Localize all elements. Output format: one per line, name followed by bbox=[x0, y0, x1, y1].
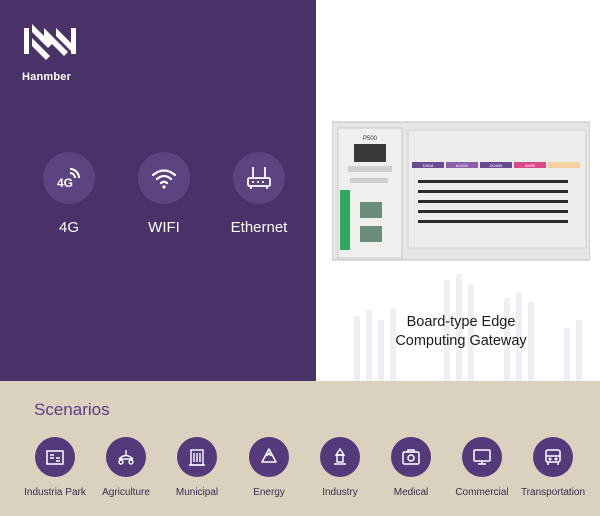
wifi-icon bbox=[138, 152, 190, 204]
scenario-municipal: Municipal bbox=[157, 437, 237, 498]
feature-ethernet: Ethernet bbox=[227, 152, 291, 236]
scenario-energy: Energy bbox=[229, 437, 309, 498]
device-model: P500 bbox=[363, 136, 378, 142]
module-label: AI850 bbox=[525, 163, 536, 168]
monitor-icon bbox=[462, 437, 502, 477]
feature-label: Ethernet bbox=[230, 219, 288, 236]
module-label: AO830 bbox=[456, 163, 469, 168]
scenario-agriculture: Agriculture bbox=[86, 437, 166, 498]
scenario-label: Municipal bbox=[175, 487, 219, 498]
bus-icon bbox=[533, 437, 573, 477]
industrial-park-icon bbox=[35, 437, 75, 477]
feature-label: 4G bbox=[58, 219, 79, 236]
medical-kit-icon bbox=[391, 437, 431, 477]
agriculture-icon bbox=[106, 437, 146, 477]
industry-icon bbox=[320, 437, 360, 477]
hanmber-logo-icon bbox=[22, 24, 92, 86]
caption-line: Board-type Edge bbox=[406, 314, 516, 330]
brand-name: Hanmber bbox=[22, 71, 72, 83]
hero-panel: Hanmber 4G 4G WIFI bbox=[0, 0, 316, 381]
scenario-label: Transportation bbox=[520, 487, 586, 498]
4g-signal-icon: 4G bbox=[43, 152, 95, 204]
scenario-label: Medical bbox=[393, 487, 429, 498]
scenarios-title: Scenarios bbox=[34, 400, 110, 419]
gateway-device-image: P500 DI816 AO830 DO830 AI850 bbox=[332, 121, 590, 261]
feature-wifi: WIFI bbox=[132, 152, 196, 236]
building-graphic-icon bbox=[354, 274, 582, 381]
router-icon bbox=[233, 152, 285, 204]
recycle-energy-icon bbox=[249, 437, 289, 477]
product-panel: P500 DI816 AO830 DO830 AI850 Board-type … bbox=[316, 0, 600, 381]
module-label: DO830 bbox=[490, 163, 503, 168]
scenario-industry: Industry bbox=[300, 437, 380, 498]
module-label: DI816 bbox=[423, 163, 434, 168]
municipal-building-icon bbox=[177, 437, 217, 477]
feature-4g: 4G 4G bbox=[37, 152, 101, 236]
caption-line: Computing Gateway bbox=[395, 333, 527, 349]
scenario-label: Commercial bbox=[455, 487, 509, 498]
scenario-label: Industry bbox=[322, 487, 358, 498]
scenario-medical: Medical bbox=[371, 437, 451, 498]
scenario-label: Industria Park bbox=[24, 487, 86, 498]
scenario-label: Energy bbox=[253, 487, 285, 498]
4g-badge-text: 4G bbox=[57, 176, 73, 190]
scenario-commercial: Commercial bbox=[442, 437, 522, 498]
scenario-industria-park: Industria Park bbox=[15, 437, 95, 498]
feature-label: WIFI bbox=[148, 219, 180, 236]
scenario-label: Agriculture bbox=[102, 487, 150, 498]
scenario-transportation: Transportation bbox=[513, 437, 593, 498]
product-caption: Board-type Edge Computing Gateway bbox=[366, 313, 556, 351]
